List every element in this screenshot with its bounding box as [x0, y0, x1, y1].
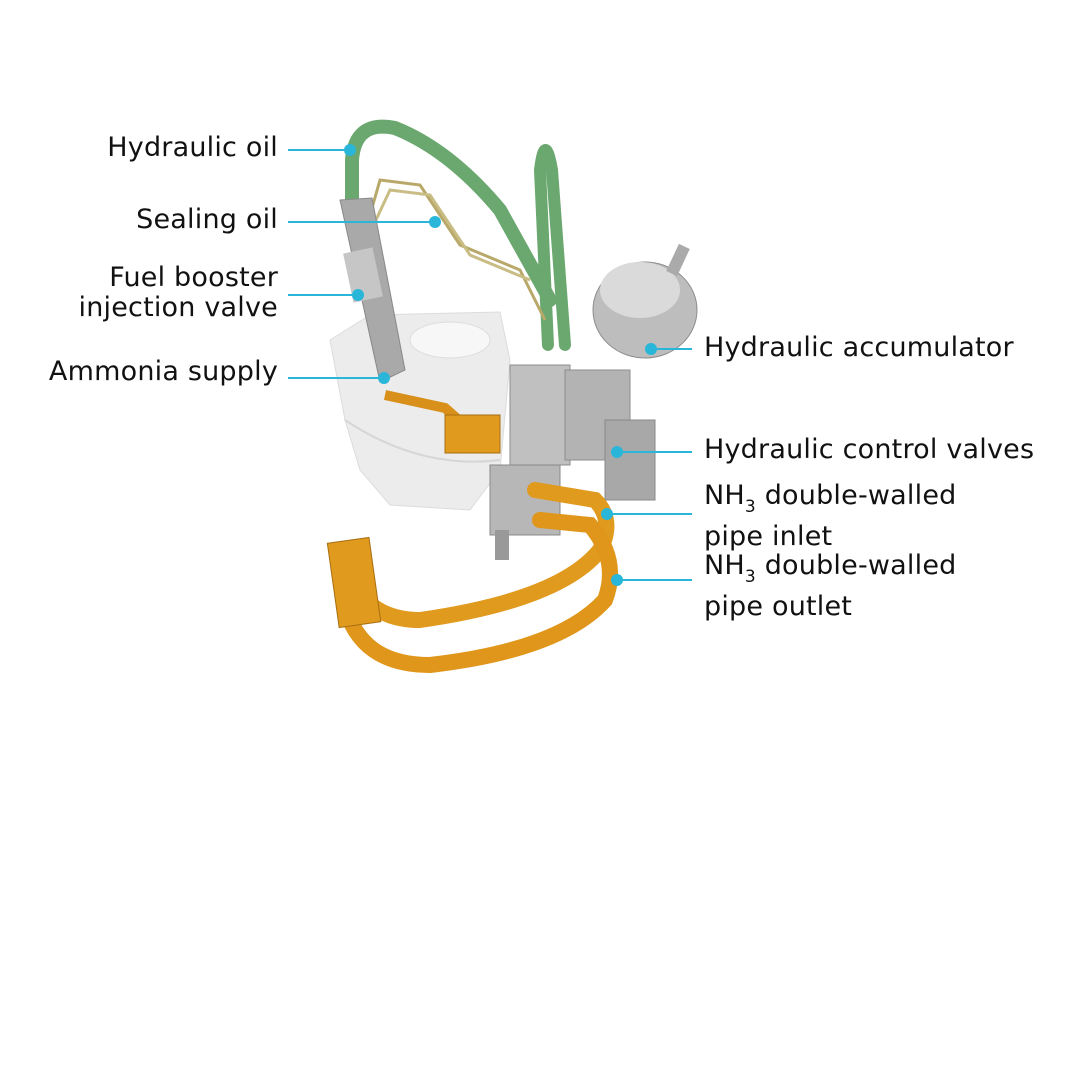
nh3-pipe-inlet: [337, 482, 615, 629]
nh-text: NH: [704, 550, 745, 581]
nh-text: NH: [704, 480, 745, 511]
label-line: pipe outlet: [704, 591, 853, 622]
hydraulic-oil-hose-right: [533, 144, 571, 351]
nh3-pipe-outlet: [337, 512, 618, 674]
label-hydraulic-control-valves: Hydraulic control valves: [704, 434, 1035, 465]
label-line: pipe inlet: [704, 521, 833, 552]
cylinder-cover-housing: [329, 311, 511, 511]
subscript-3: 3: [744, 497, 756, 517]
label-hydraulic-oil: Hydraulic oil: [107, 132, 278, 163]
fuel-booster-injection-valve: [339, 197, 406, 383]
double-walled-text: double-walled: [755, 480, 957, 511]
label-sealing-oil: Sealing oil: [136, 204, 278, 235]
double-walled-text: double-walled: [755, 550, 957, 581]
leader-lines: [288, 144, 692, 586]
hydraulic-accumulator: [592, 243, 698, 359]
label-line: NH3 double-walled: [704, 551, 956, 592]
label-nh3-pipe-inlet: NH3 double-walled pipe inlet: [704, 481, 956, 552]
label-line: injection valve: [78, 292, 278, 323]
subscript-3: 3: [744, 567, 756, 587]
label-nh3-pipe-outlet: NH3 double-walled pipe outlet: [704, 551, 956, 622]
label-fuel-booster-injection-valve: Fuel booster injection valve: [79, 263, 279, 323]
label-hydraulic-accumulator: Hydraulic accumulator: [704, 332, 1014, 363]
label-line: Fuel booster: [109, 262, 278, 293]
hydraulic-control-valve-block: [489, 364, 656, 560]
hydraulic-oil-hose: [345, 119, 557, 307]
label-ammonia-supply: Ammonia supply: [48, 356, 278, 387]
label-line: NH3 double-walled: [704, 481, 956, 522]
